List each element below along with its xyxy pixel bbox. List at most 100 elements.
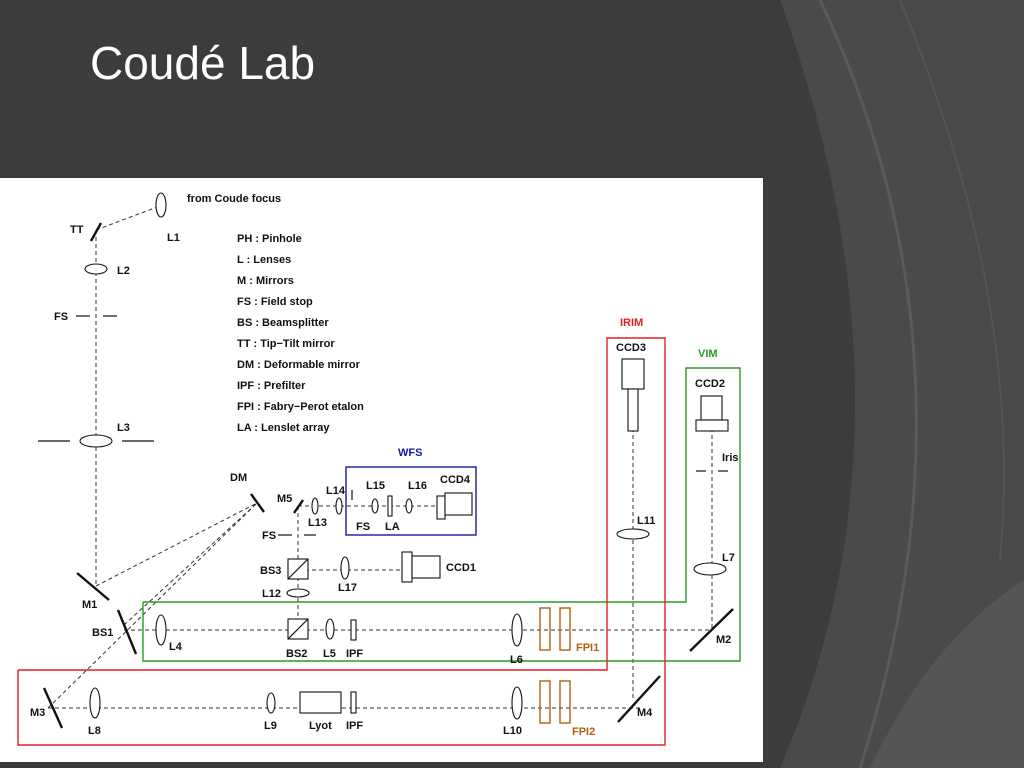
mirror-m2 xyxy=(689,608,734,652)
label-ccd2: CCD2 xyxy=(695,378,725,390)
optical-layout-diagram: from Coude focus PH : Pinhole L : Lenses… xyxy=(17,192,741,746)
etalon-fpi1 xyxy=(539,607,571,651)
coude-lab-diagram-panel: from Coude focus PH : Pinhole L : Lenses… xyxy=(0,178,763,762)
irim-enclosure xyxy=(17,337,666,746)
label-fs-wfs: FS xyxy=(356,521,370,533)
lens-l1 xyxy=(155,192,167,218)
lens-l14 xyxy=(335,497,343,515)
lens-l8 xyxy=(89,687,101,719)
lenslet-array xyxy=(387,495,393,517)
lens-l16 xyxy=(405,498,413,514)
lens-l12 xyxy=(286,588,310,598)
label-l8: L8 xyxy=(88,725,101,737)
vim-enclosure xyxy=(142,367,741,662)
beamsplitter-bs1 xyxy=(116,609,138,655)
label-fs-left: FS xyxy=(54,311,68,323)
label-ccd3: CCD3 xyxy=(616,342,646,354)
label-m2: M2 xyxy=(716,634,731,646)
legend-item: IPF : Prefilter xyxy=(237,380,306,392)
lens-l4 xyxy=(155,614,167,646)
legend-item: TT : Tip−Tilt mirror xyxy=(237,338,335,350)
prefilter-ipf2 xyxy=(350,691,357,714)
label-ipf2: IPF xyxy=(346,720,363,732)
label-l13: L13 xyxy=(308,517,327,529)
legend-item: FPI : Fabry−Perot etalon xyxy=(237,401,364,413)
slide-title: Coudé Lab xyxy=(90,37,316,89)
label-l5: L5 xyxy=(323,648,336,660)
label-l6: L6 xyxy=(510,654,523,666)
lens-l6 xyxy=(511,613,523,647)
legend-item: FS : Field stop xyxy=(237,296,313,308)
lens-l3 xyxy=(79,434,113,448)
mirror-m3 xyxy=(42,687,64,729)
legend-item: PH : Pinhole xyxy=(237,233,302,245)
lyot-filter xyxy=(299,691,342,714)
legend-item: L : Lenses xyxy=(237,254,291,266)
label-ccd1: CCD1 xyxy=(446,562,476,574)
label-fs-mid: FS xyxy=(262,530,276,542)
lens-l13 xyxy=(311,497,319,515)
label-m1: M1 xyxy=(82,599,97,611)
camera-ccd4 xyxy=(436,492,473,520)
label-l2: L2 xyxy=(117,265,130,277)
label-bs1: BS1 xyxy=(92,627,113,639)
legend-item: DM : Deformable mirror xyxy=(237,359,361,371)
legend-item: BS : Beamsplitter xyxy=(237,317,329,329)
label-tt: TT xyxy=(70,224,84,236)
camera-ccd1 xyxy=(401,551,441,583)
legend-item: M : Mirrors xyxy=(237,275,294,287)
lens-l15 xyxy=(371,498,379,514)
label-fpi2: FPI2 xyxy=(572,726,595,738)
label-l17: L17 xyxy=(338,582,357,594)
mirror-m5 xyxy=(293,499,304,514)
label-ccd4: CCD4 xyxy=(440,474,471,486)
beam-paths xyxy=(47,203,713,709)
wfs-enclosure xyxy=(345,466,477,536)
label-dm: DM xyxy=(230,472,247,484)
camera-ccd3 xyxy=(621,358,645,432)
label-m5: M5 xyxy=(277,493,292,505)
wfs-label: WFS xyxy=(398,447,422,459)
lens-l11 xyxy=(616,528,650,540)
label-m4: M4 xyxy=(637,707,653,719)
etalon-fpi2 xyxy=(539,680,571,724)
prefilter-ipf1 xyxy=(350,619,357,641)
lens-l5 xyxy=(325,618,335,640)
from-coude-label: from Coude focus xyxy=(187,193,281,205)
lens-l2 xyxy=(84,263,108,275)
deformable-mirror xyxy=(250,493,265,513)
mirror-m1 xyxy=(76,572,110,601)
mirror-m4 xyxy=(617,675,661,723)
lens-l9 xyxy=(266,692,276,714)
vim-label: VIM xyxy=(698,348,718,360)
label-l12: L12 xyxy=(262,588,281,600)
irim-label: IRIM xyxy=(620,317,643,329)
label-l3: L3 xyxy=(117,422,130,434)
label-l14: L14 xyxy=(326,485,346,497)
legend-item: LA : Lenslet array xyxy=(237,422,330,434)
lens-l10 xyxy=(511,686,523,720)
legend: PH : Pinhole L : Lenses M : Mirrors FS :… xyxy=(237,233,364,434)
label-l16: L16 xyxy=(408,480,427,492)
beamsplitter-bs3 xyxy=(287,558,309,580)
label-l10: L10 xyxy=(503,725,522,737)
label-l11: L11 xyxy=(637,515,655,527)
label-m3: M3 xyxy=(30,707,45,719)
label-lyot: Lyot xyxy=(309,720,332,732)
label-ipf1: IPF xyxy=(346,648,363,660)
label-l7: L7 xyxy=(722,552,735,564)
label-fpi1: FPI1 xyxy=(576,642,599,654)
label-l4: L4 xyxy=(169,641,183,653)
label-l9: L9 xyxy=(264,720,277,732)
lens-l17 xyxy=(340,556,350,580)
label-iris: Iris xyxy=(722,452,739,464)
label-bs2: BS2 xyxy=(286,648,307,660)
tip-tilt-mirror xyxy=(89,222,103,242)
camera-ccd2 xyxy=(695,395,729,432)
label-la: LA xyxy=(385,521,400,533)
label-l1: L1 xyxy=(167,232,180,244)
label-bs3: BS3 xyxy=(260,565,281,577)
lens-l7 xyxy=(693,562,727,576)
label-l15: L15 xyxy=(366,480,385,492)
beamsplitter-bs2 xyxy=(287,618,309,640)
